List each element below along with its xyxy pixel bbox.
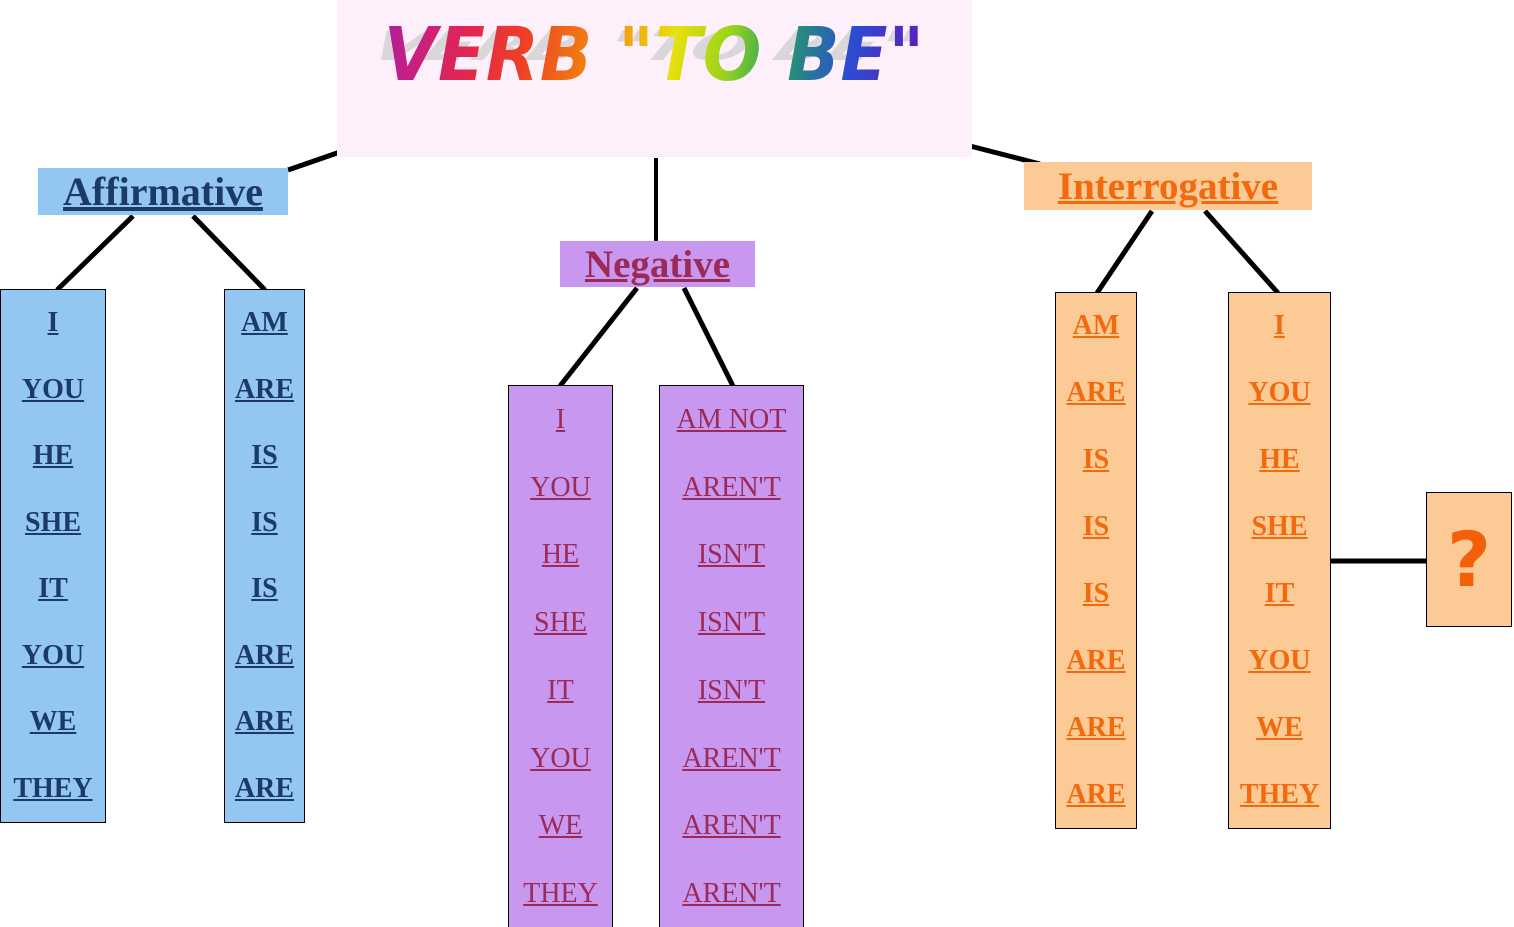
- negative-subject: I: [555, 403, 566, 435]
- interrogative-subject: HE: [1259, 444, 1300, 476]
- affirmative-subject: YOU: [21, 639, 85, 671]
- affirmative-subjects-column: I YOU HE SHE IT YOU WE THEY: [0, 289, 106, 823]
- interrogative-subject: IT: [1264, 577, 1295, 609]
- affirmative-verb: ARE: [234, 639, 295, 671]
- interrogative-verb: ARE: [1066, 377, 1126, 409]
- negative-subject: THEY: [523, 878, 598, 910]
- negative-subject: SHE: [534, 607, 587, 639]
- negative-verb: ISN'T: [697, 539, 766, 571]
- negative-subject: YOU: [530, 742, 591, 774]
- negative-verb: AREN'T: [682, 742, 781, 774]
- negative-verb: AM NOT: [676, 403, 787, 435]
- negative-verb: AREN'T: [682, 810, 781, 842]
- page-title: VERB "TO BE": [359, 18, 950, 92]
- negative-subjects-column: I YOU HE SHE IT YOU WE THEY: [508, 385, 613, 927]
- interrogative-subject: THEY: [1239, 778, 1320, 810]
- section-header-negative-label: Negative: [584, 242, 731, 286]
- negative-verbs-column: AM NOT AREN'T ISN'T ISN'T ISN'T AREN'T AREN'T A…: [659, 385, 804, 927]
- question-mark-box[interactable]: ?: [1426, 492, 1512, 627]
- connector-negative-verbs: [681, 286, 736, 388]
- interrogative-subject: I: [1274, 310, 1285, 342]
- interrogative-subject: WE: [1256, 711, 1303, 743]
- negative-subject: IT: [547, 674, 574, 706]
- negative-subject: YOU: [530, 471, 591, 503]
- section-header-interrogative[interactable]: Interrogative: [1024, 162, 1312, 210]
- affirmative-verb: ARE: [234, 772, 295, 804]
- affirmative-verb: AM: [241, 307, 288, 339]
- affirmative-subject: IT: [38, 573, 68, 605]
- interrogative-subject: YOU: [1248, 644, 1311, 676]
- affirmative-verbs-column: AM ARE IS IS IS ARE ARE ARE: [224, 289, 305, 823]
- interrogative-verb: IS: [1082, 444, 1110, 476]
- affirmative-verb: ARE: [234, 706, 295, 738]
- connector-interrogative-verbs: [1094, 209, 1155, 295]
- interrogative-verbs-column: AM ARE IS IS IS ARE ARE ARE: [1055, 292, 1137, 829]
- negative-subject: HE: [541, 539, 580, 571]
- connector-affirmative-verbs: [191, 214, 267, 292]
- section-header-negative[interactable]: Negative: [560, 241, 755, 287]
- interrogative-verb: AM: [1072, 310, 1120, 342]
- affirmative-verb: IS: [251, 440, 278, 472]
- interrogative-subject: YOU: [1248, 377, 1311, 409]
- negative-verb: ISN'T: [697, 674, 766, 706]
- question-mark-icon: ?: [1446, 514, 1492, 604]
- negative-verb: AREN'T: [682, 471, 781, 503]
- affirmative-subject: I: [47, 307, 59, 339]
- affirmative-verb: IS: [251, 573, 278, 605]
- interrogative-verb: ARE: [1066, 644, 1126, 676]
- affirmative-subject: YOU: [21, 373, 85, 405]
- interrogative-verb: ARE: [1066, 778, 1126, 810]
- affirmative-verb: ARE: [234, 373, 295, 405]
- interrogative-verb: IS: [1082, 511, 1110, 543]
- connector-title-affirmative: [287, 149, 341, 173]
- interrogative-verb: ARE: [1066, 711, 1126, 743]
- connector-interrogative-subjects: [1203, 209, 1280, 295]
- negative-subject: WE: [538, 810, 583, 842]
- affirmative-subject: HE: [32, 440, 74, 472]
- affirmative-subject: SHE: [24, 506, 82, 538]
- section-header-affirmative[interactable]: Affirmative: [38, 168, 288, 215]
- title-banner: VERB "TO BE" VERB "TO BE": [337, 0, 972, 157]
- affirmative-subject: THEY: [13, 772, 93, 804]
- negative-verb: ISN'T: [697, 607, 766, 639]
- connector-negative-subjects: [558, 286, 639, 388]
- affirmative-subject: WE: [29, 706, 77, 738]
- interrogative-subjects-column: I YOU HE SHE IT YOU WE THEY: [1228, 292, 1331, 829]
- negative-verb: AREN'T: [682, 878, 781, 910]
- connector-affirmative-subjects: [55, 214, 135, 292]
- interrogative-subject: SHE: [1251, 511, 1308, 543]
- interrogative-verb: IS: [1082, 577, 1110, 609]
- section-header-affirmative-label: Affirmative: [63, 168, 263, 214]
- affirmative-verb: IS: [251, 506, 278, 538]
- section-header-interrogative-label: Interrogative: [1057, 164, 1279, 208]
